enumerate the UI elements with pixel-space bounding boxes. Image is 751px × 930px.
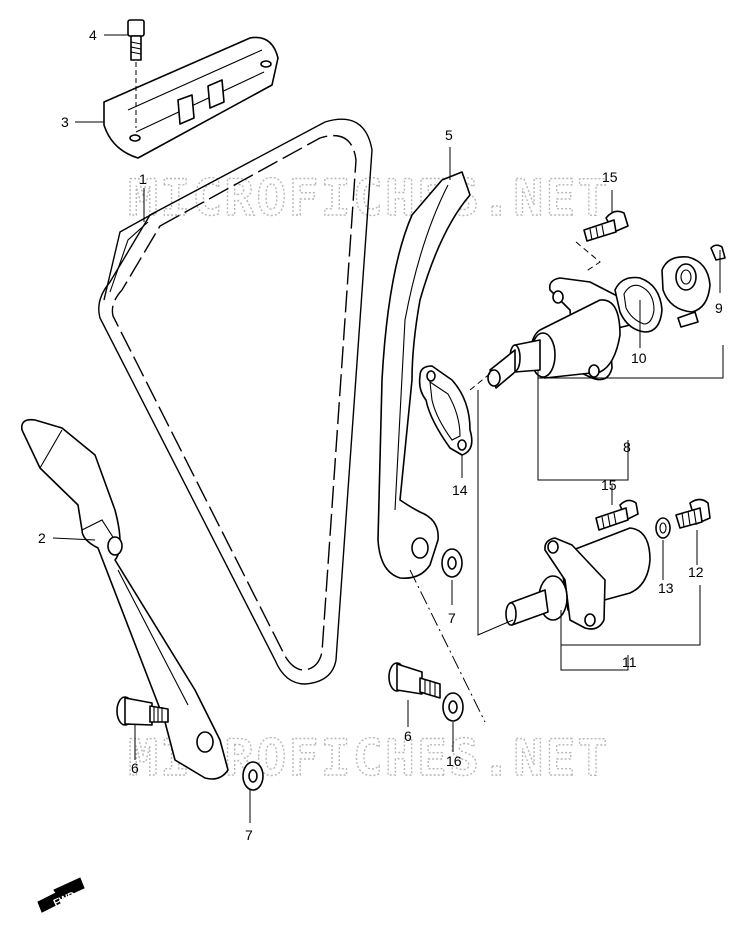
tensioner-assembly-11 (505, 527, 651, 630)
leader-lines (52, 34, 724, 823)
callout-6-center: 6 (404, 728, 412, 744)
cap-9 (661, 244, 726, 328)
washer-16 (442, 692, 464, 722)
bolt-15-upper (583, 210, 629, 242)
callout-15-upper: 15 (602, 169, 618, 185)
gasket-14 (418, 365, 473, 456)
chain-guide-top (103, 36, 279, 159)
callout-4: 4 (89, 27, 97, 43)
callout-9: 9 (715, 300, 723, 316)
fwd-arrow-icon: FWD (37, 877, 85, 913)
bolt-15-lower (595, 499, 639, 531)
bolt-12 (675, 498, 711, 529)
callout-1: 1 (139, 171, 147, 187)
gasket-10 (614, 276, 663, 333)
washer-7-center (441, 548, 463, 578)
callout-10: 10 (631, 350, 647, 366)
callout-7-left: 7 (245, 827, 253, 843)
washer-13 (655, 517, 671, 539)
watermark-top: MICROFICHES.NET (128, 169, 610, 227)
bolt-6-center (388, 662, 441, 699)
callout-2: 2 (38, 530, 46, 546)
callout-13: 13 (658, 580, 674, 596)
callout-15-lower: 15 (601, 477, 617, 493)
chain-guide-right (377, 171, 471, 580)
bolt-4 (127, 19, 145, 128)
callout-14: 14 (452, 482, 468, 498)
callout-7-center: 7 (448, 610, 456, 626)
callout-16: 16 (446, 753, 462, 769)
bolt-6-left (116, 696, 169, 726)
callout-12: 12 (688, 564, 704, 580)
callout-11: 11 (622, 654, 637, 670)
callout-8: 8 (623, 439, 631, 455)
tensioner-guide-left (20, 418, 229, 780)
tensioner-assembly-8 (487, 277, 631, 389)
callouts: 4 3 1 2 5 15 9 10 8 14 15 12 13 7 11 6 1… (38, 27, 723, 843)
washer-7-left (242, 761, 264, 791)
callout-5: 5 (445, 127, 453, 143)
callout-6-left: 6 (131, 760, 139, 776)
callout-3: 3 (61, 114, 69, 130)
